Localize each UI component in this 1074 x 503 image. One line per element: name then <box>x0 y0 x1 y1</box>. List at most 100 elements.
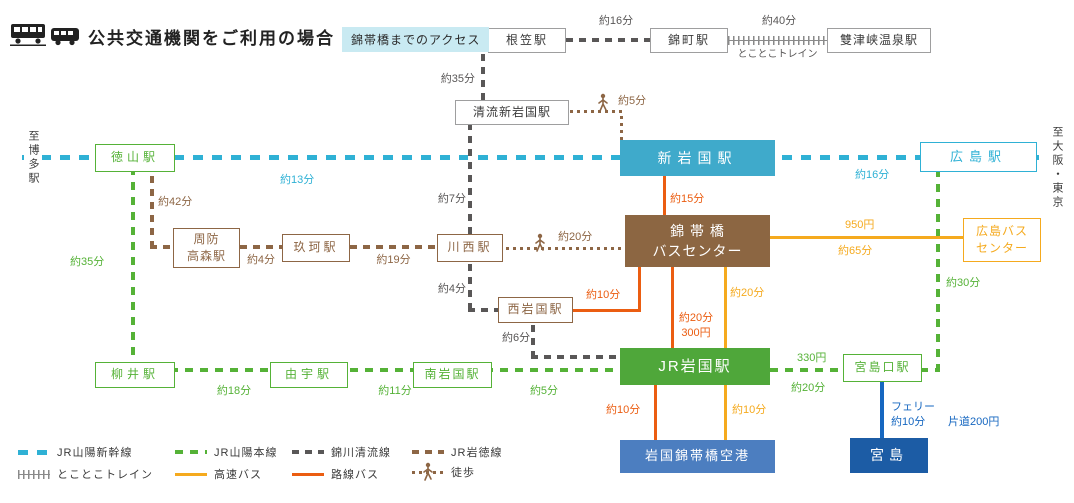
legend-swatch-walk <box>412 462 444 482</box>
label-time-tokuyama-shiniwakuni: 約13分 <box>280 174 315 186</box>
walk-icon <box>421 462 435 482</box>
line-sanyo-main-tokuyama-yanai <box>131 172 135 370</box>
legend-item-sanyo-main: JR山陽本線 <box>175 444 277 460</box>
label-time-nishiiwakuni-jriwakuni: 約6分 <box>502 332 531 344</box>
line-seiryu-seiryushin-kawanishi <box>468 125 472 234</box>
page-title: 公共交通機関をご利用の場合 <box>88 29 335 48</box>
station-miyajima: 宮島 <box>850 438 928 473</box>
label-fare-jriwakuni-miyajimaguchi: 330円 <box>797 352 827 364</box>
label-time-jriwakuni-miyajimaguchi: 約20分 <box>791 382 826 394</box>
legend-label: JR山陽新幹線 <box>57 447 133 459</box>
label-time-nekasa-nishikicho: 約16分 <box>598 15 634 27</box>
label-time-jriwakuni-airport-rosen: 約10分 <box>606 404 641 416</box>
bus-icon <box>50 26 80 46</box>
line-rosenbus-shiniwakuni-bc <box>663 176 666 215</box>
label-to-osaka-tokyo: 至大阪・東京 <box>1048 124 1066 212</box>
label-time-nishikicho-sozukyo: 約40分 <box>761 15 797 27</box>
legend-swatch-tokotoko <box>18 469 50 479</box>
station-sozukyo-onsen: 雙津峡温泉駅 <box>827 28 931 53</box>
line-rosenbus-nishiiwakuni-h <box>573 309 641 312</box>
label-time-minami-jriwakuni: 約5分 <box>529 385 559 397</box>
label-time-jriwakuni-airport-kosoku: 約10分 <box>732 404 767 416</box>
legend-swatch-shinkansen <box>18 449 50 455</box>
line-gantoku-takamori-kuga <box>240 245 282 249</box>
station-iwakuni-kintaikyo-airport: 岩国錦帯橋空港 <box>620 440 775 473</box>
station-hiroshima-bus-center: 広島バス センター <box>963 218 1041 262</box>
station-seiryu-shin-iwakuni: 清流新岩国駅 <box>455 100 569 125</box>
line-seiryu-nekasa-seiryushin <box>481 52 485 100</box>
label-time-fare-bc-jr-rosen: 約20分 300円 <box>678 312 714 340</box>
line-rosenbus-nishiiwakuni-v <box>638 267 641 312</box>
line-gantoku-tokuyama-down <box>150 172 154 248</box>
label-ferry-fare: 片道200円 <box>948 416 1000 428</box>
legend-label: 錦川清流線 <box>331 447 391 459</box>
legend-item-seiryu-line: 錦川清流線 <box>292 444 391 460</box>
station-suo-takamori: 周防 高森駅 <box>173 228 240 268</box>
label-time-yuu-minami: 約11分 <box>378 385 412 397</box>
walk-icon <box>596 93 610 113</box>
train-icon <box>10 22 46 46</box>
line-seiryu-nekasa-nishikicho <box>566 38 650 42</box>
line-seiryu-bend-nishiiwakuni <box>468 308 498 312</box>
station-nishi-iwakuni: 西岩国駅 <box>498 297 573 323</box>
legend-swatch-gantoku-line <box>412 450 444 454</box>
label-time-nekasa-seiryushin: 約35分 <box>440 73 475 85</box>
label-time-kuga-kawanishi: 約19分 <box>376 254 411 266</box>
label-time-tokuyama-takamori: 約42分 <box>158 196 193 208</box>
line-sanyo-shinkansen <box>22 155 1054 160</box>
legend-item-gantoku-line: JR岩徳線 <box>412 444 502 460</box>
label-time-miyajimaguchi-hiroshima: 約30分 <box>946 277 981 289</box>
station-jr-iwakuni: JR岩国駅 <box>620 348 770 385</box>
label-time-shiniwakuni-hiroshima: 約16分 <box>855 169 890 181</box>
line-seiryu-into-jriwakuni <box>531 355 620 359</box>
label-tokotoko-train: とことこトレイン <box>737 49 818 60</box>
legend-item-walk: 徒歩 <box>412 462 475 482</box>
station-miyajimaguchi: 宮島口駅 <box>843 354 922 382</box>
legend-swatch-kosoku-bus <box>175 472 207 476</box>
station-minami-iwakuni: 南岩国駅 <box>413 362 492 388</box>
legend-label: 高速バス <box>214 469 262 481</box>
line-seiryu-kawanishi-bend <box>468 262 472 310</box>
line-kosokubus-bc-jriwakuni <box>724 267 727 348</box>
legend-swatch-rosen-bus <box>292 472 324 476</box>
legend-label: 徒歩 <box>451 467 475 479</box>
label-walk-seiryushin: 約5分 <box>618 95 647 107</box>
station-shin-iwakuni: 新岩国駅 <box>620 140 775 176</box>
line-walk-seiryushin-v <box>620 112 623 140</box>
label-time-shiniwakuni-bc: 約15分 <box>670 193 705 205</box>
label-time-nishiiwakuni-bc: 約10分 <box>586 289 621 301</box>
line-kosokubus-jriwakuni-airport <box>724 385 727 440</box>
legend-item-rosen-bus: 路線バス <box>292 466 379 482</box>
station-yuu: 由宇駅 <box>270 362 348 388</box>
line-ferry-miyajimaguchi-miyajima <box>880 382 884 438</box>
line-rosenbus-jriwakuni-airport <box>654 385 657 440</box>
line-seiryu-nishiiwakuni-down <box>531 323 535 358</box>
label-to-hakata: 至博多駅 <box>24 128 42 198</box>
station-tokuyama: 徳山駅 <box>95 144 175 172</box>
legend-label: JR岩徳線 <box>451 447 503 459</box>
station-kuga: 玖珂駅 <box>282 234 350 262</box>
legend-item-shinkansen: JR山陽新幹線 <box>18 444 132 460</box>
walk-icon <box>533 233 547 253</box>
line-walk-kawanishi-buscenter <box>506 247 625 250</box>
label-ferry-time: フェリー 約10分 <box>891 401 935 429</box>
station-nishikicho: 錦町駅 <box>650 28 728 53</box>
label-time-kawanishi-nishiiwakuni: 約4分 <box>437 283 466 295</box>
legend-label: JR山陽本線 <box>214 447 278 459</box>
line-walk-seiryushin-h <box>570 110 623 113</box>
legend-label: とことこトレイン <box>57 469 153 481</box>
legend-swatch-seiryu-line <box>292 450 324 454</box>
label-time-yanai-yuu: 約18分 <box>216 385 252 397</box>
label-time-takamori-kuga: 約4分 <box>246 254 276 266</box>
line-gantoku-kuga-kawanishi <box>350 245 437 249</box>
line-sanyo-main-horizontal <box>95 368 940 372</box>
station-kintaikyo-bus-center: 錦 帯 橋 バスセンター <box>625 215 770 267</box>
line-gantoku-into-takamori <box>150 245 173 249</box>
line-rosenbus-bc-jriwakuni <box>671 267 674 348</box>
legend-item-kosoku-bus: 高速バス <box>175 466 262 482</box>
label-fare-bc-hiroshimabc: 950円 <box>845 219 875 231</box>
station-kawanishi: 川西駅 <box>437 234 503 262</box>
label-time-tokuyama-yanai: 約35分 <box>70 256 105 268</box>
station-yanai: 柳井駅 <box>95 362 175 388</box>
